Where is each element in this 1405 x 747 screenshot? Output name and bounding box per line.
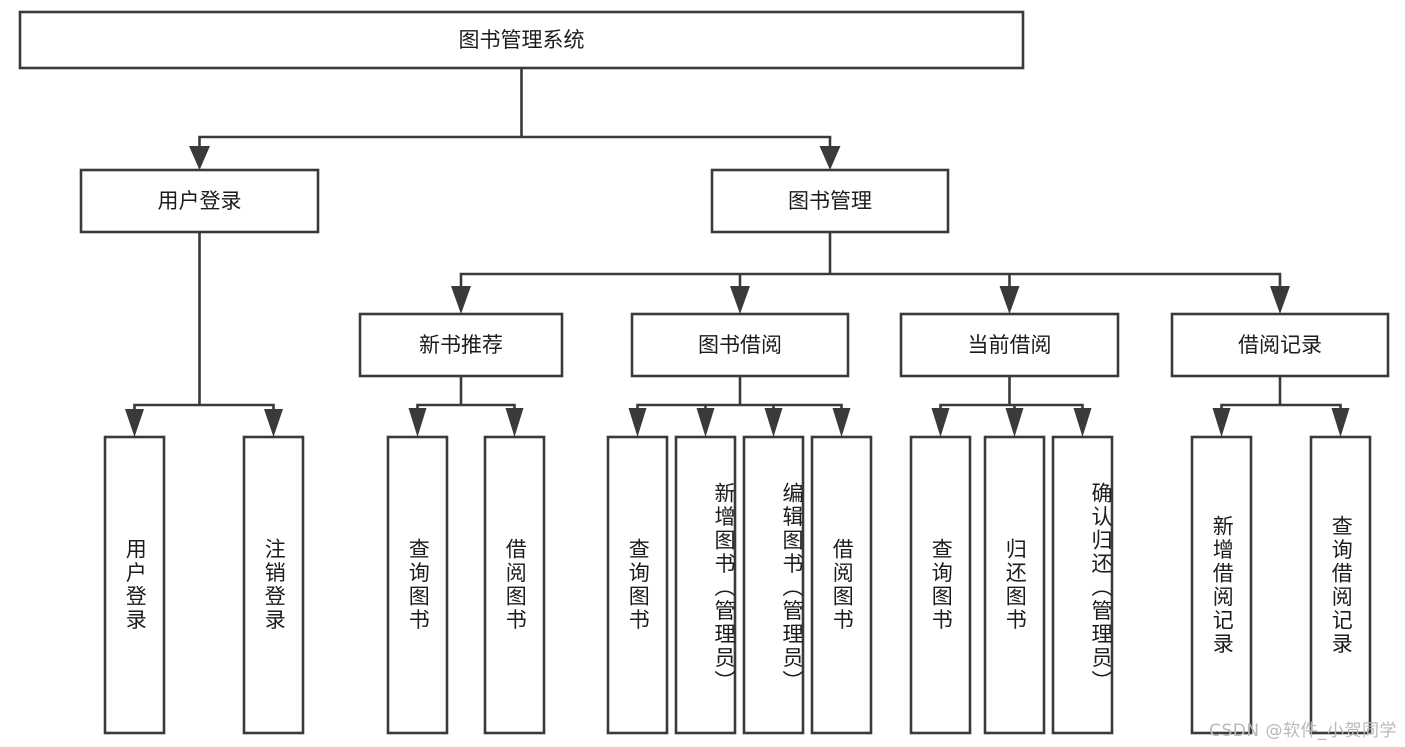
leaf-confirm-return-admin-box[interactable] bbox=[1051, 435, 1114, 735]
arrowhead-to-leaf-add-borrow-record bbox=[1212, 408, 1231, 437]
arrowhead-to-leaf-user-login bbox=[125, 409, 144, 437]
arrowhead-to-leaf-add-book-admin bbox=[696, 408, 715, 437]
node-user-login-label: 用户登录 bbox=[158, 189, 242, 213]
leaf-borrow-book-2-box[interactable] bbox=[810, 435, 873, 735]
leaf-add-borrow-record-box[interactable] bbox=[1190, 435, 1253, 735]
leaf-user-logout-box[interactable] bbox=[242, 435, 305, 735]
leaf-box-layer bbox=[103, 435, 1372, 735]
node-book-borrow-box[interactable] bbox=[630, 312, 850, 378]
leaf-borrow-book-1-box[interactable] bbox=[483, 435, 546, 735]
node-current-borrow-label: 当前借阅 bbox=[968, 333, 1052, 357]
arrowhead-to-book-borrow bbox=[730, 286, 750, 314]
arrowhead-to-leaf-confirm-return-admin bbox=[1073, 408, 1092, 437]
node-current-borrow[interactable]: 当前借阅 bbox=[899, 312, 1120, 378]
connector-book-management-to-bus bbox=[459, 230, 1282, 292]
node-book-borrow[interactable]: 图书借阅 bbox=[630, 312, 850, 378]
node-book-borrow-label: 图书借阅 bbox=[698, 333, 782, 357]
node-new-book-recommend-box[interactable] bbox=[358, 312, 564, 378]
node-root[interactable]: 图书管理系统 bbox=[18, 10, 1025, 70]
node-root-box[interactable] bbox=[18, 10, 1025, 70]
node-book-management-label: 图书管理 bbox=[788, 189, 872, 213]
node-current-borrow-box[interactable] bbox=[899, 312, 1120, 378]
node-new-book-recommend[interactable]: 新书推荐 bbox=[358, 312, 564, 378]
leaf-edit-book-admin-box[interactable] bbox=[742, 435, 805, 735]
leaf-return-book-box[interactable] bbox=[983, 435, 1046, 735]
node-book-management[interactable]: 图书管理 bbox=[710, 168, 950, 234]
leaf-query-borrow-record-box[interactable] bbox=[1309, 435, 1372, 735]
csdn-watermark: CSDN @软件_小贺同学 bbox=[1209, 721, 1397, 741]
leaf-query-book-1-box[interactable] bbox=[386, 435, 449, 735]
node-borrow-record-box[interactable] bbox=[1170, 312, 1390, 378]
arrowhead-to-leaf-query-borrow-record bbox=[1331, 408, 1350, 437]
leaf-user-login-box[interactable] bbox=[103, 435, 166, 735]
connector-current-borrow-to-bus bbox=[939, 374, 1084, 414]
arrowhead-to-leaf-borrow-book-1 bbox=[505, 408, 524, 437]
leaf-query-book-2-box[interactable] bbox=[606, 435, 669, 735]
node-user-login-box[interactable] bbox=[79, 168, 320, 234]
arrowhead-to-leaf-user-logout bbox=[264, 409, 283, 437]
connector-book-borrow-to-bus bbox=[636, 374, 843, 414]
arrowhead-to-current-borrow bbox=[999, 286, 1020, 314]
leaf-add-book-admin-box[interactable] bbox=[674, 435, 737, 735]
node-book-management-box[interactable] bbox=[710, 168, 950, 234]
arrowhead-to-leaf-query-book-3 bbox=[931, 408, 950, 437]
node-root-label: 图书管理系统 bbox=[459, 28, 585, 52]
node-new-book-recommend-label: 新书推荐 bbox=[419, 333, 503, 357]
connector-user-login-to-bus bbox=[133, 230, 275, 416]
node-user-login[interactable]: 用户登录 bbox=[79, 168, 320, 234]
arrowhead-to-leaf-query-book-2 bbox=[628, 408, 647, 437]
arrowhead-to-new-book-recommend bbox=[451, 286, 471, 314]
node-borrow-record[interactable]: 借阅记录 bbox=[1170, 312, 1390, 378]
leaf-query-book-3-box[interactable] bbox=[909, 435, 972, 735]
connector-new-book-recommend-to-bus bbox=[416, 374, 516, 414]
arrowhead-to-leaf-edit-book-admin bbox=[764, 408, 783, 437]
arrowhead-to-leaf-query-book-1 bbox=[408, 408, 427, 437]
connector-layer bbox=[125, 66, 1350, 437]
arrowhead-to-leaf-return-book bbox=[1005, 408, 1024, 437]
arrowhead-to-book-management bbox=[819, 146, 841, 170]
connector-root-to-bus bbox=[198, 66, 832, 154]
connector-borrow-record-to-bus bbox=[1220, 374, 1342, 414]
node-borrow-record-label: 借阅记录 bbox=[1238, 333, 1322, 357]
arrowhead-to-user-login bbox=[189, 146, 210, 170]
arrowhead-to-leaf-borrow-book-2 bbox=[832, 408, 851, 437]
arrowhead-to-borrow-record bbox=[1270, 286, 1290, 314]
